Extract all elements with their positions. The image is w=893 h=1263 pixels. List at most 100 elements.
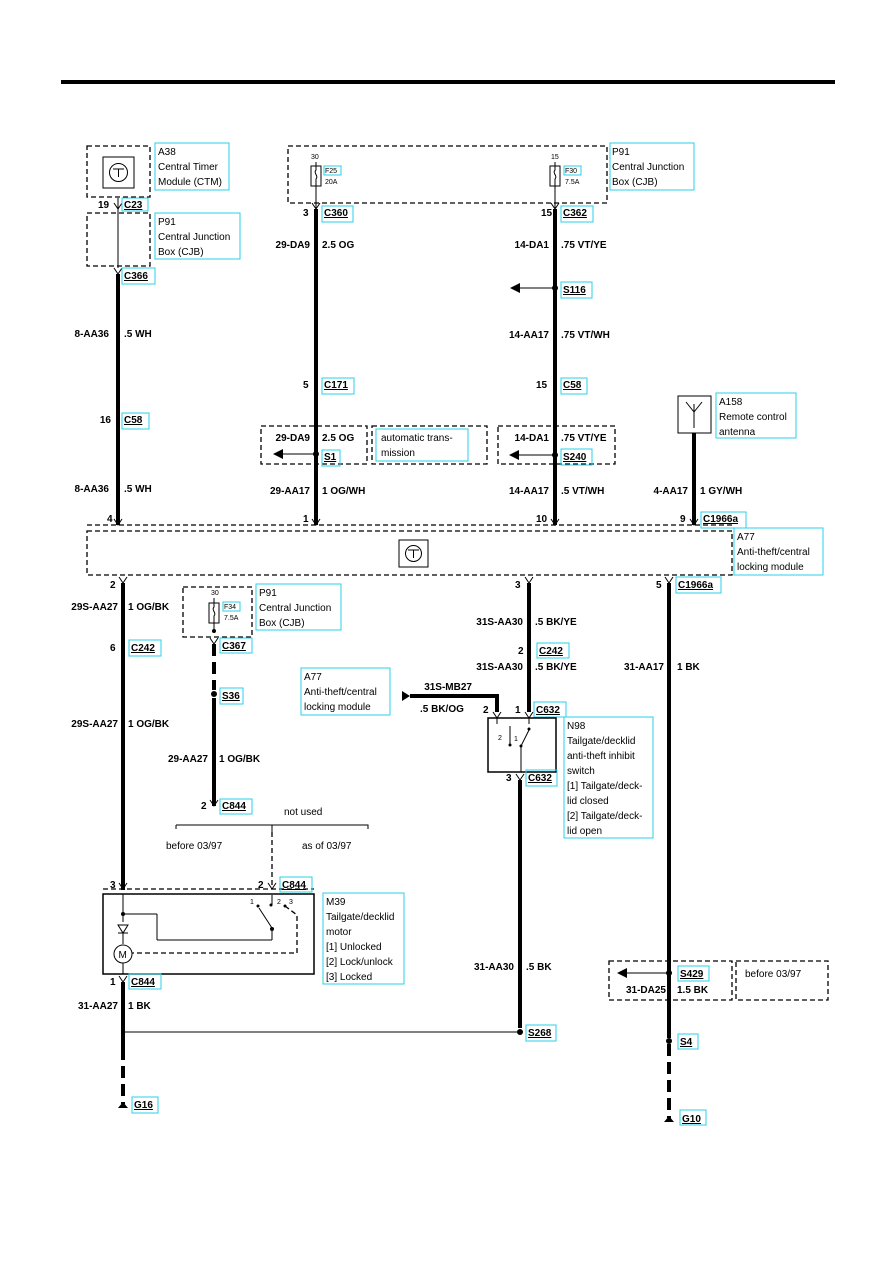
connector-s36: S36 [222, 691, 240, 702]
wire-31-aa30-size: .5 BK [526, 962, 552, 973]
fuse-f34-pin: 30 [211, 590, 219, 597]
wire-8-aa36-code-2: 8-AA36 [75, 484, 110, 495]
p91-tr-id: P91 [612, 147, 630, 158]
connector-c366: C366 [124, 271, 148, 282]
switch-icon [258, 907, 273, 929]
n98-line2: anti-theft inhibit [567, 751, 635, 762]
switch-icon [520, 729, 530, 747]
antenna-icon [685, 401, 703, 428]
wire-29-aa17-code: 29-AA17 [270, 486, 310, 497]
s1-splice-box [260, 425, 368, 465]
pin-19: 19 [98, 200, 110, 211]
fuse-f30-rating: 7.5A [565, 179, 580, 186]
wire-4-aa17-code: 4-AA17 [654, 486, 689, 497]
wire-14-aa17-code: 14-AA17 [509, 330, 549, 341]
a77-ref-line1: Anti-theft/central [304, 687, 377, 698]
a77-ref-line2: locking module [304, 702, 371, 713]
pin-2-c844: 2 [201, 801, 207, 812]
pin-4: 4 [107, 514, 113, 525]
connector-c367: C367 [222, 641, 246, 652]
s429-splice-box [608, 960, 733, 1001]
n98-line5: lid closed [567, 796, 609, 807]
fuse-f34-name: F34 [224, 604, 236, 611]
m39-id: M39 [326, 897, 346, 908]
connector-s116: S116 [563, 285, 586, 296]
connector-c242-left: C242 [131, 643, 155, 654]
ground-g10: G10 [682, 1114, 701, 1125]
pin-10: 10 [536, 514, 548, 525]
ecu-module-icon [102, 156, 135, 189]
s240-splice-box [497, 425, 616, 465]
wire-29-da9-code: 29-DA9 [276, 240, 311, 251]
connector-s429: S429 [680, 969, 704, 980]
wire-14-aa17-size: .75 VT/WH [561, 330, 610, 341]
n98-line7: lid open [567, 826, 602, 837]
connector-c844-top: C844 [222, 801, 246, 812]
a77-id: A77 [737, 532, 755, 543]
switch-pos-1: 1 [514, 736, 518, 743]
pin-1-switch: 1 [515, 705, 521, 716]
n98-line3: switch [567, 766, 595, 777]
pin-9: 9 [680, 514, 686, 525]
wire-31s-mb27-size: .5 BK/OG [420, 704, 464, 715]
pin-3-c360: 3 [303, 208, 309, 219]
p91-cjb-mid: 30 F34 7.5A P91 Central Junction Box (CJ… [182, 583, 342, 638]
wire-29s-aa27-size: 1 OG/BK [128, 602, 170, 613]
wire-31s-aa30-code-2: 31S-AA30 [476, 662, 523, 673]
motor-pos-2: 2 [277, 899, 281, 906]
fuse-f34-rating: 7.5A [224, 615, 239, 622]
wire-31-aa30-code: 31-AA30 [474, 962, 514, 973]
m39-line2: motor [326, 927, 352, 938]
wire-14-da1-size-2: .75 VT/YE [561, 433, 607, 444]
connector-c632-top: C632 [536, 705, 560, 716]
p91-mid-line1: Central Junction [259, 603, 331, 614]
pin-1-top: 1 [303, 514, 309, 525]
m39-line5: [3] Locked [326, 972, 372, 983]
connector-c362: C362 [563, 208, 587, 219]
pin-2-c242: 2 [518, 646, 524, 657]
n98-switch-box: 2 1 N98 Tailgate/decklid anti-theft inhi… [487, 711, 654, 839]
wire-14-da1-size: .75 VT/YE [561, 240, 607, 251]
ground-g16: G16 [134, 1100, 153, 1111]
a158-id: A158 [719, 397, 743, 408]
note-before-0397: before 03/97 [166, 841, 223, 852]
note-as-of-0397: as of 03/97 [302, 841, 352, 852]
note-not-used: not used [284, 807, 322, 818]
wire-29-aa27-code: 29-AA27 [168, 754, 208, 765]
fuse-f25-pin: 30 [311, 154, 319, 161]
ground-icon [664, 1116, 674, 1122]
connector-s4: S4 [680, 1037, 693, 1048]
a38-line2: Module (CTM) [158, 177, 222, 188]
diode-icon [117, 924, 129, 934]
p91-cjb-top-right: P91 Central Junction Box (CJB) 30 F25 20… [287, 142, 695, 204]
wire-14-da1-code: 14-DA1 [515, 240, 550, 251]
wire-31-da25-size: 1.5 BK [677, 985, 709, 996]
connector-c242-right: C242 [539, 646, 563, 657]
fuse-f30-pin: 15 [551, 154, 559, 161]
note-automatic-line2: mission [381, 448, 415, 459]
p91-cjb-top-left: P91 Central Junction Box (CJB) [86, 212, 241, 267]
a77-main-module: A77 Anti-theft/central locking module [86, 524, 824, 576]
note-before-0397-box: before 03/97 [745, 969, 802, 980]
pin-1-motor: 1 [110, 977, 116, 988]
n98-id: N98 [567, 721, 586, 732]
pin-5-module: 5 [656, 580, 662, 591]
switch-pos-2: 2 [498, 735, 502, 742]
p91-tl-line1: Central Junction [158, 232, 230, 243]
connector-s240: S240 [563, 452, 587, 463]
connector-c171: C171 [324, 380, 348, 391]
fuse-f30: 15 F30 7.5A [549, 154, 582, 190]
connector-c1966a-top: C1966a [703, 514, 738, 525]
wire-31-aa27-code: 31-AA27 [78, 1001, 118, 1012]
m39-line3: [1] Unlocked [326, 942, 382, 953]
arrow-right-icon [402, 691, 410, 701]
automatic-note-box [371, 425, 488, 465]
wire-31s-aa30-size: .5 BK/YE [535, 617, 577, 628]
a158-line1: Remote control [719, 412, 787, 423]
arrow-left-icon [510, 283, 520, 293]
wire-31-aa17-size: 1 BK [677, 662, 701, 673]
wire-29s-aa27-code: 29S-AA27 [71, 602, 118, 613]
a77-ref-id: A77 [304, 672, 322, 683]
a158-line2: antenna [719, 427, 756, 438]
